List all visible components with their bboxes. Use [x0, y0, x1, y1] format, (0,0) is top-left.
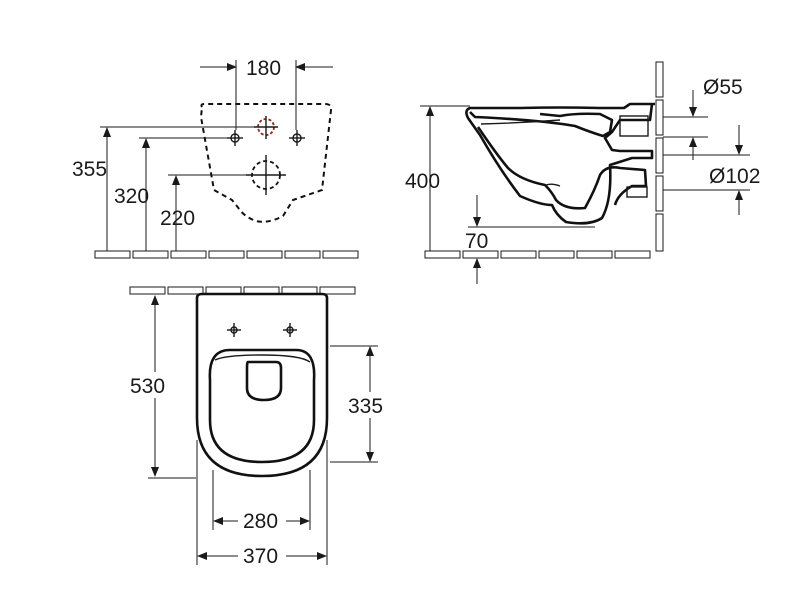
dim-220: 220	[160, 174, 246, 251]
side-bowl-rim	[480, 119, 561, 187]
label-d102: Ø102	[709, 165, 760, 188]
front-view: 180 355 320 220	[72, 57, 359, 259]
dim-280: 280	[212, 470, 311, 533]
plan-seat-rim	[214, 354, 311, 363]
plan-bowl-outline	[195, 292, 329, 478]
label-370: 370	[243, 545, 278, 568]
dim-180: 180	[200, 57, 333, 130]
side-bowl-inner	[469, 111, 614, 138]
dim-70: 70	[465, 195, 595, 284]
plan-water	[245, 360, 283, 402]
label-d55: Ø55	[703, 76, 743, 99]
plan-bowl-inner	[208, 348, 316, 464]
label-400: 400	[405, 170, 440, 193]
side-view: 400 70 Ø55 Ø102	[405, 61, 760, 284]
side-inlet-connector	[619, 115, 649, 137]
plan-fixing-left-icon	[227, 323, 241, 337]
dim-530: 530	[130, 295, 196, 479]
label-320: 320	[114, 185, 149, 208]
label-180: 180	[246, 57, 281, 80]
side-floor	[424, 250, 651, 259]
plan-view: 530 335 280 370	[129, 286, 383, 568]
dim-355: 355	[72, 126, 258, 251]
front-floor	[94, 250, 359, 259]
front-fixing-right-icon	[289, 130, 305, 146]
dim-370: 370	[196, 440, 328, 568]
side-bowl-trap	[476, 126, 648, 210]
label-220: 220	[160, 207, 195, 230]
dim-d102: Ø102	[663, 125, 760, 215]
side-bowl-outline	[465, 102, 655, 225]
dim-400: 400	[405, 105, 470, 251]
dim-d55: Ø55	[663, 76, 743, 160]
dim-335: 335	[330, 345, 383, 463]
side-wall	[655, 61, 664, 252]
label-70: 70	[465, 230, 488, 253]
label-280: 280	[243, 510, 278, 533]
front-fixing-left-icon	[227, 130, 243, 146]
label-355: 355	[72, 158, 107, 181]
plan-fixing-right-icon	[283, 323, 297, 337]
dim-320: 320	[114, 137, 228, 251]
side-outlet-connector	[626, 186, 648, 198]
plan-wall	[129, 286, 356, 295]
label-335: 335	[348, 395, 383, 418]
front-outlet-icon	[246, 155, 286, 195]
label-530: 530	[130, 375, 165, 398]
